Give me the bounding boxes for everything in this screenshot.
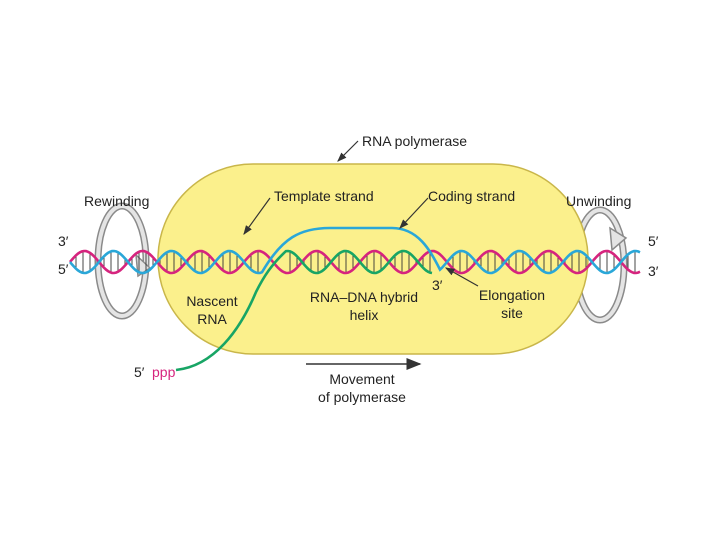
template-pointer <box>243 197 271 235</box>
nascent-rna-label-line1: Nascent <box>186 293 237 309</box>
elongation-pointer <box>444 267 479 287</box>
triphosphate-label: ppp <box>152 364 176 380</box>
coding-strand-label: Coding strand <box>428 188 515 204</box>
left-top-3prime-label: 3′ <box>58 233 69 249</box>
nascent-rna-path <box>175 249 433 372</box>
rna-polymerase-label: RNA polymerase <box>362 133 467 149</box>
unwinding-label: Unwinding <box>566 193 631 209</box>
elongation-site-label-line2: site <box>501 305 523 321</box>
coding-pointer <box>399 197 429 229</box>
coding-strand-path <box>69 226 641 275</box>
right-bottom-3prime-label: 3′ <box>648 263 659 279</box>
left-bottom-5prime-label: 5′ <box>58 261 69 277</box>
hybrid-helix-label-line2: helix <box>350 307 379 323</box>
pointer-lines <box>243 140 479 287</box>
template-strand-path <box>69 249 641 275</box>
elongation-site-label-line1: Elongation <box>479 287 545 303</box>
nascent-rna-label-line2: RNA <box>197 311 227 327</box>
movement-label-line1: Movement <box>329 371 394 387</box>
rna-5prime-label: 5′ <box>134 364 145 380</box>
polymerase-pointer <box>337 140 359 162</box>
template-strand-label: Template strand <box>274 188 374 204</box>
base-pair-rungs <box>75 251 636 273</box>
rna-3prime-end-label: 3′ <box>432 277 443 293</box>
rewinding-rotation-icon <box>94 202 152 320</box>
rewinding-label: Rewinding <box>84 193 149 209</box>
hybrid-helix-label-line1: RNA–DNA hybrid <box>310 289 418 305</box>
movement-label-line2: of polymerase <box>318 389 406 405</box>
right-top-5prime-label: 5′ <box>648 233 659 249</box>
